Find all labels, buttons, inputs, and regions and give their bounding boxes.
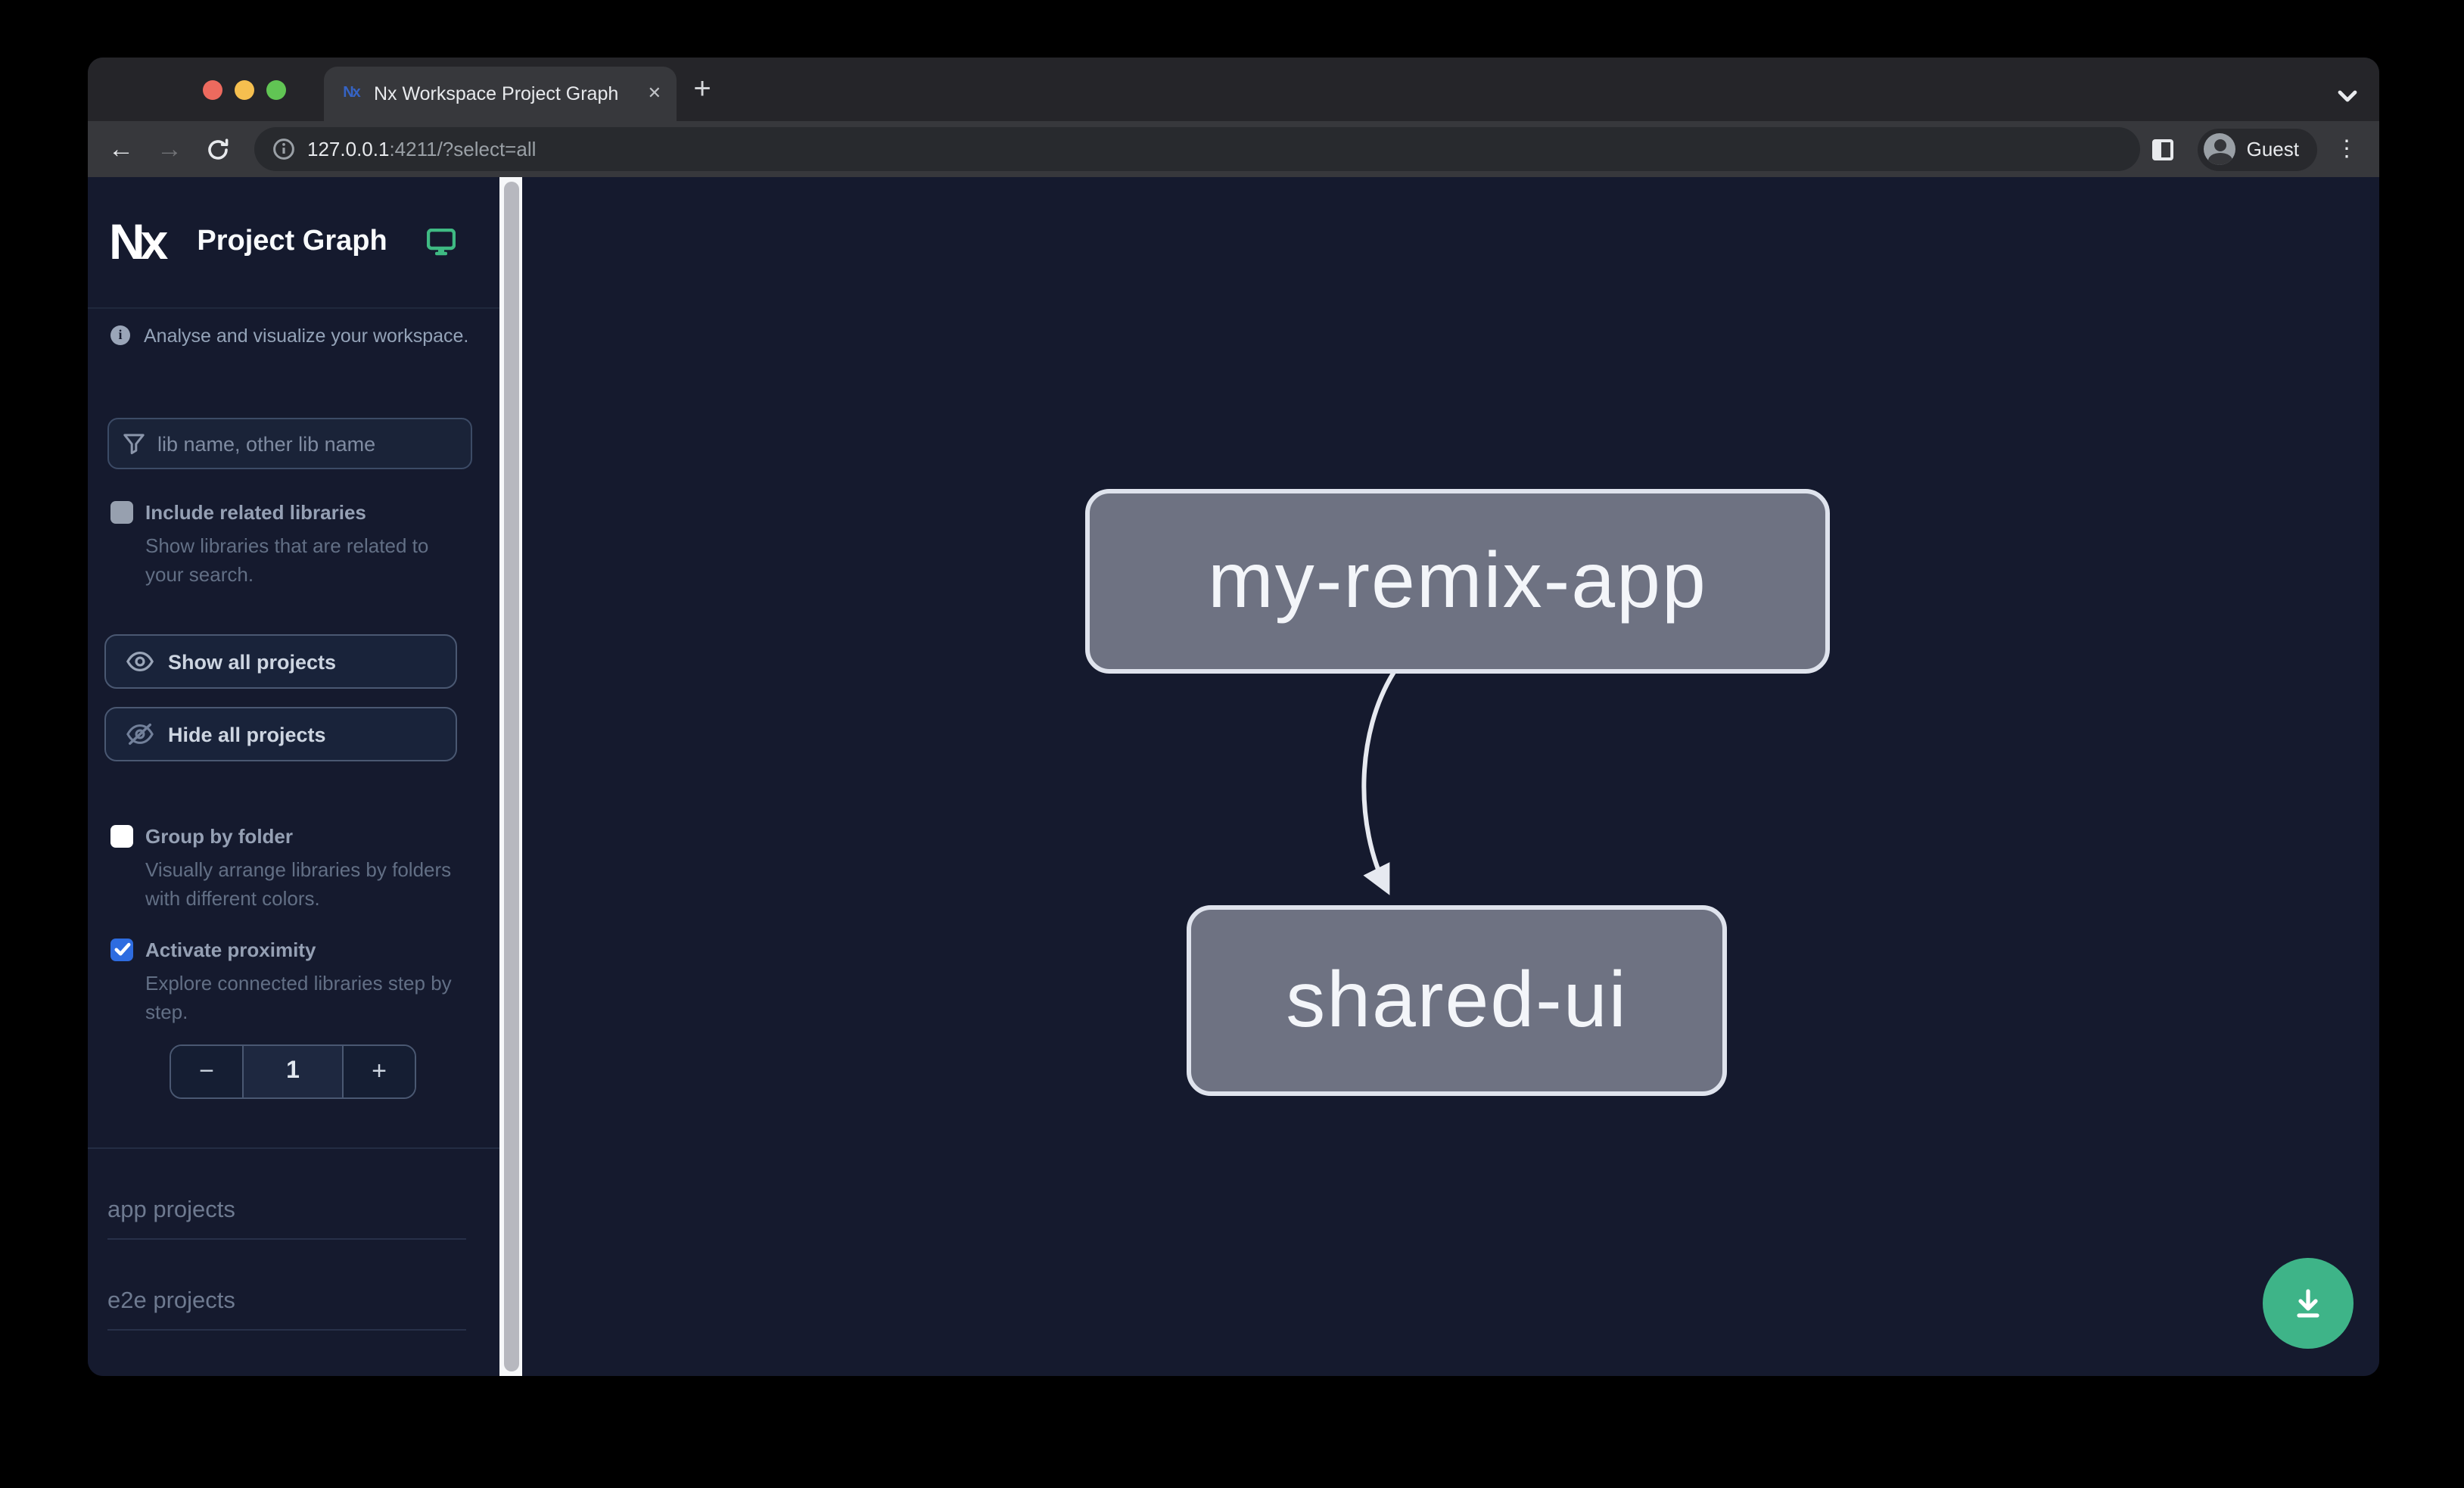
edge-my-remix-app-to-shared-ui	[1361, 671, 1396, 895]
search-input[interactable]	[157, 432, 471, 455]
workspace-info: i Analyse and visualize your workspace.	[110, 325, 469, 347]
checkbox-include-related[interactable]	[110, 501, 133, 524]
filter-icon	[109, 432, 157, 455]
increment-button[interactable]: +	[344, 1046, 415, 1097]
url-text: 127.0.0.1:4211/?select=all	[307, 138, 536, 160]
search-box	[107, 418, 472, 469]
sidebar-header: Nx Project Graph	[88, 177, 499, 309]
edge-layer	[1361, 671, 1396, 895]
toggle-label: Activate proximity	[145, 939, 316, 961]
avatar-icon	[2204, 133, 2236, 165]
url-bar[interactable]: 127.0.0.1:4211/?select=all	[254, 127, 2140, 171]
download-graph-button[interactable]	[2263, 1258, 2354, 1349]
graph-node-shared-ui[interactable]: shared-ui	[1187, 905, 1727, 1096]
eye-off-icon	[124, 722, 154, 746]
toggle-activate-proximity[interactable]: Activate proximity Explore connected lib…	[110, 939, 477, 1026]
monitor-icon[interactable]	[426, 228, 456, 263]
project-graph-canvas[interactable]: my-remix-app shared-ui	[522, 177, 2379, 1376]
browser-menu-button[interactable]: ⋮	[2335, 136, 2358, 162]
profile-button[interactable]: Guest	[2198, 128, 2317, 170]
section-app-projects[interactable]: app projects	[107, 1197, 466, 1240]
toggle-description: Visually arrange libraries by folders wi…	[145, 858, 452, 910]
tab-search-chevron-icon[interactable]	[2337, 83, 2358, 111]
page-title: Project Graph	[197, 226, 387, 257]
browser-window: Nx Nx Workspace Project Graph ✕ + ← → 12…	[88, 58, 2379, 1376]
url-host: 127.0.0.1	[307, 138, 390, 160]
reload-button[interactable]	[200, 131, 236, 167]
back-button[interactable]: ←	[108, 134, 134, 163]
tagline: Analyse and visualize your workspace.	[144, 325, 469, 347]
close-window-button[interactable]	[202, 80, 222, 100]
download-icon	[2297, 1289, 2319, 1318]
toggle-include-related[interactable]: Include related libraries Show libraries…	[110, 501, 477, 589]
decrement-button[interactable]: −	[171, 1046, 242, 1097]
toggle-label: Include related libraries	[145, 501, 366, 524]
scrollbar-thumb[interactable]	[503, 182, 518, 1371]
eye-icon	[124, 651, 154, 672]
nx-favicon-icon: Nx	[343, 85, 361, 101]
url-path: :4211/?select=all	[389, 138, 537, 160]
profile-label: Guest	[2246, 138, 2299, 160]
button-label: Hide all projects	[168, 723, 326, 746]
tab-close-icon[interactable]: ✕	[647, 85, 661, 103]
browser-toolbar: ← → 127.0.0.1:4211/?select=all Guest ⋮	[88, 121, 2379, 177]
zoom-window-button[interactable]	[266, 80, 285, 100]
info-icon: i	[110, 325, 130, 345]
site-info-icon[interactable]	[272, 138, 295, 160]
graph-node-my-remix-app[interactable]: my-remix-app	[1085, 489, 1830, 674]
proximity-depth-value: 1	[242, 1046, 344, 1097]
toggle-group-by-folder[interactable]: Group by folder Visually arrange librari…	[110, 825, 477, 913]
checkbox-activate-proximity[interactable]	[110, 939, 133, 961]
minimize-window-button[interactable]	[234, 80, 254, 100]
browser-tab[interactable]: Nx Nx Workspace Project Graph ✕	[324, 67, 677, 121]
show-all-projects-button[interactable]: Show all projects	[104, 634, 457, 689]
sidebar-scrollbar	[499, 177, 522, 1376]
button-label: Show all projects	[168, 650, 337, 673]
nx-logo: Nx	[109, 213, 168, 269]
tab-title: Nx Workspace Project Graph	[374, 83, 619, 104]
toggle-description: Explore connected libraries step by step…	[145, 972, 452, 1023]
tab-strip: Nx Nx Workspace Project Graph ✕ +	[88, 58, 2379, 121]
new-tab-button[interactable]: +	[693, 73, 711, 106]
toggle-label: Group by folder	[145, 825, 293, 848]
sidebar: Nx Project Graph i Analyse and visualize…	[88, 177, 499, 1376]
hide-all-projects-button[interactable]: Hide all projects	[104, 707, 457, 761]
toggle-description: Show libraries that are related to your …	[145, 534, 429, 586]
forward-button[interactable]: →	[157, 134, 182, 163]
side-panel-icon[interactable]	[2152, 139, 2174, 160]
divider	[88, 1147, 499, 1149]
checkbox-group-by-folder[interactable]	[110, 825, 133, 848]
proximity-stepper: − 1 +	[170, 1044, 416, 1099]
section-e2e-projects[interactable]: e2e projects	[107, 1288, 466, 1331]
